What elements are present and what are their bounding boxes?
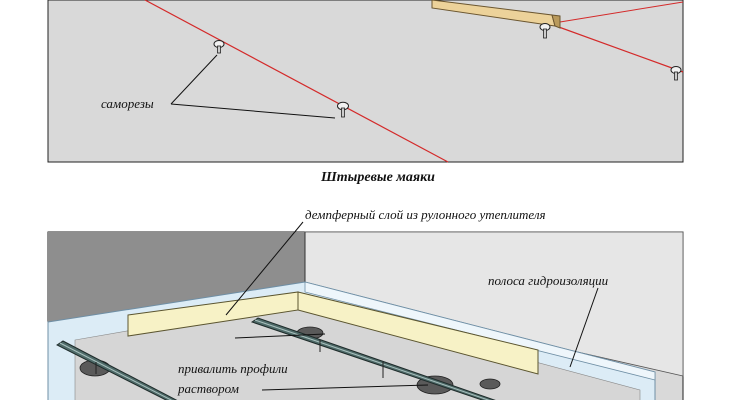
- bottom-panel: демпферный слой из рулонного утеплителя …: [47, 207, 684, 400]
- mortar-label-line1: привалить профили: [178, 361, 288, 376]
- screw-1: [213, 40, 225, 54]
- top-panel: саморезы: [47, 0, 684, 163]
- string-line-right: [544, 21, 684, 73]
- screw-3: [539, 23, 551, 39]
- mortar-label-line2: раствором: [177, 381, 239, 396]
- mortar-leader-a: [234, 333, 326, 339]
- damper-layer: [127, 291, 539, 375]
- waterproof-leader: [569, 287, 599, 368]
- string-line-left: [144, 0, 449, 163]
- screws-leader-a: [170, 54, 218, 105]
- top-caption: Штыревые маяки: [320, 170, 435, 185]
- string-line-upper: [559, 1, 684, 23]
- back-wall: [48, 232, 305, 330]
- rail-supports: [95, 340, 384, 378]
- top-floor-area: [47, 0, 684, 163]
- profile-rail-1: [56, 340, 178, 400]
- wood-beacon: [431, 0, 561, 29]
- damper-leader: [225, 221, 304, 316]
- mortar-leader-b: [261, 384, 429, 391]
- waterproof-label: полоса гидроизоляции: [488, 273, 609, 288]
- screw-4: [670, 66, 682, 81]
- screws-leader-b: [170, 103, 336, 119]
- profile-rail-2: [250, 317, 496, 400]
- damper-label: демпферный слой из рулонного утеплителя: [305, 207, 546, 222]
- screws-label: саморезы: [101, 96, 154, 111]
- screw-2: [337, 101, 349, 118]
